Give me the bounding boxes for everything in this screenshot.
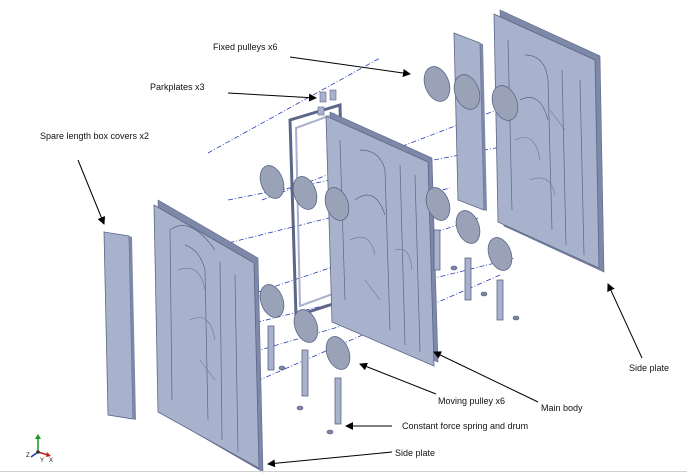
spring-drums [278, 265, 520, 435]
label-spare-length-box-covers: Spare length box covers x2 [40, 131, 150, 141]
right-cover-plate [453, 32, 487, 211]
main-body [325, 111, 439, 367]
side-plate-right [493, 9, 605, 273]
constant-force-springs [267, 229, 504, 425]
leader-lines [77, 56, 643, 468]
label-parkplates: Parkplates x3 [150, 82, 205, 92]
parkplates [317, 89, 337, 116]
label-constant-force-spring: Constant force spring and drum [402, 421, 529, 431]
axis-x-label: X [49, 458, 53, 462]
label-fixed-pulleys: Fixed pulleys x6 [213, 42, 278, 52]
bottom-rule [0, 471, 687, 472]
axis-z-label: Z [26, 453, 30, 459]
side-plate-left [153, 199, 264, 473]
label-side-plate-bottom: Side plate [395, 448, 436, 458]
axis-y-label: Y [40, 458, 44, 462]
fixed-pulleys [259, 66, 519, 221]
label-side-plate-right: Side plate [629, 363, 670, 373]
spare-length-box-cover [103, 231, 136, 420]
axis-triad-icon: Z X Y [26, 434, 53, 462]
moving-pulleys [259, 187, 513, 370]
label-moving-pulley: Moving pulley x6 [438, 396, 506, 406]
label-main-body: Main body [541, 403, 583, 413]
